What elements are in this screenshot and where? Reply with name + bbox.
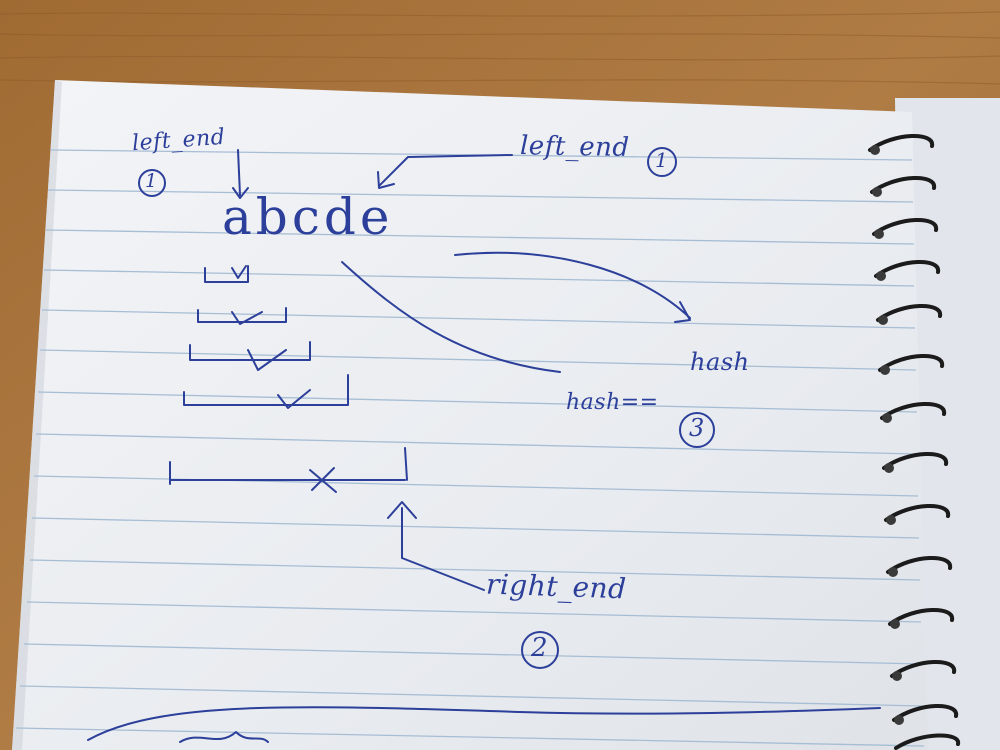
window-row-4 (183, 374, 349, 409)
notebook-page (12, 80, 928, 750)
label-left-end-1-number: 1 (145, 170, 158, 192)
hash-arrow (454, 251, 691, 319)
label-hash: hash (690, 348, 750, 376)
spiral-holes (870, 145, 904, 725)
circle-right-end-2 (521, 631, 559, 669)
window-row-2 (197, 307, 287, 325)
label-hash-equals: hash== (566, 390, 659, 415)
diagonal-line (341, 261, 561, 373)
circle-left-end-2 (647, 147, 677, 177)
label-string: abcde (222, 188, 394, 246)
circle-hash-3 (679, 412, 715, 448)
arrow-right-end (387, 501, 485, 591)
label-left-end-2: left_end (519, 131, 630, 163)
arrow-left-end-2 (379, 154, 513, 186)
ink-drawings (87, 147, 881, 743)
label-right-end: right_end (485, 567, 628, 606)
wood-grain (0, 11, 1000, 85)
label-right-end-number: 2 (531, 633, 549, 663)
window-row-1 (204, 265, 249, 283)
number-line (169, 447, 408, 485)
window-row-3 (189, 341, 311, 371)
label-left-end-2-number: 1 (655, 148, 669, 172)
circle-left-end-1 (138, 169, 166, 197)
bottom-scribble (87, 706, 881, 741)
arrow-left-end-1 (237, 149, 241, 196)
label-hash-number: 3 (689, 414, 705, 442)
spiral-binding (868, 134, 960, 750)
x-mark (309, 467, 337, 493)
page-shadow (12, 80, 62, 750)
